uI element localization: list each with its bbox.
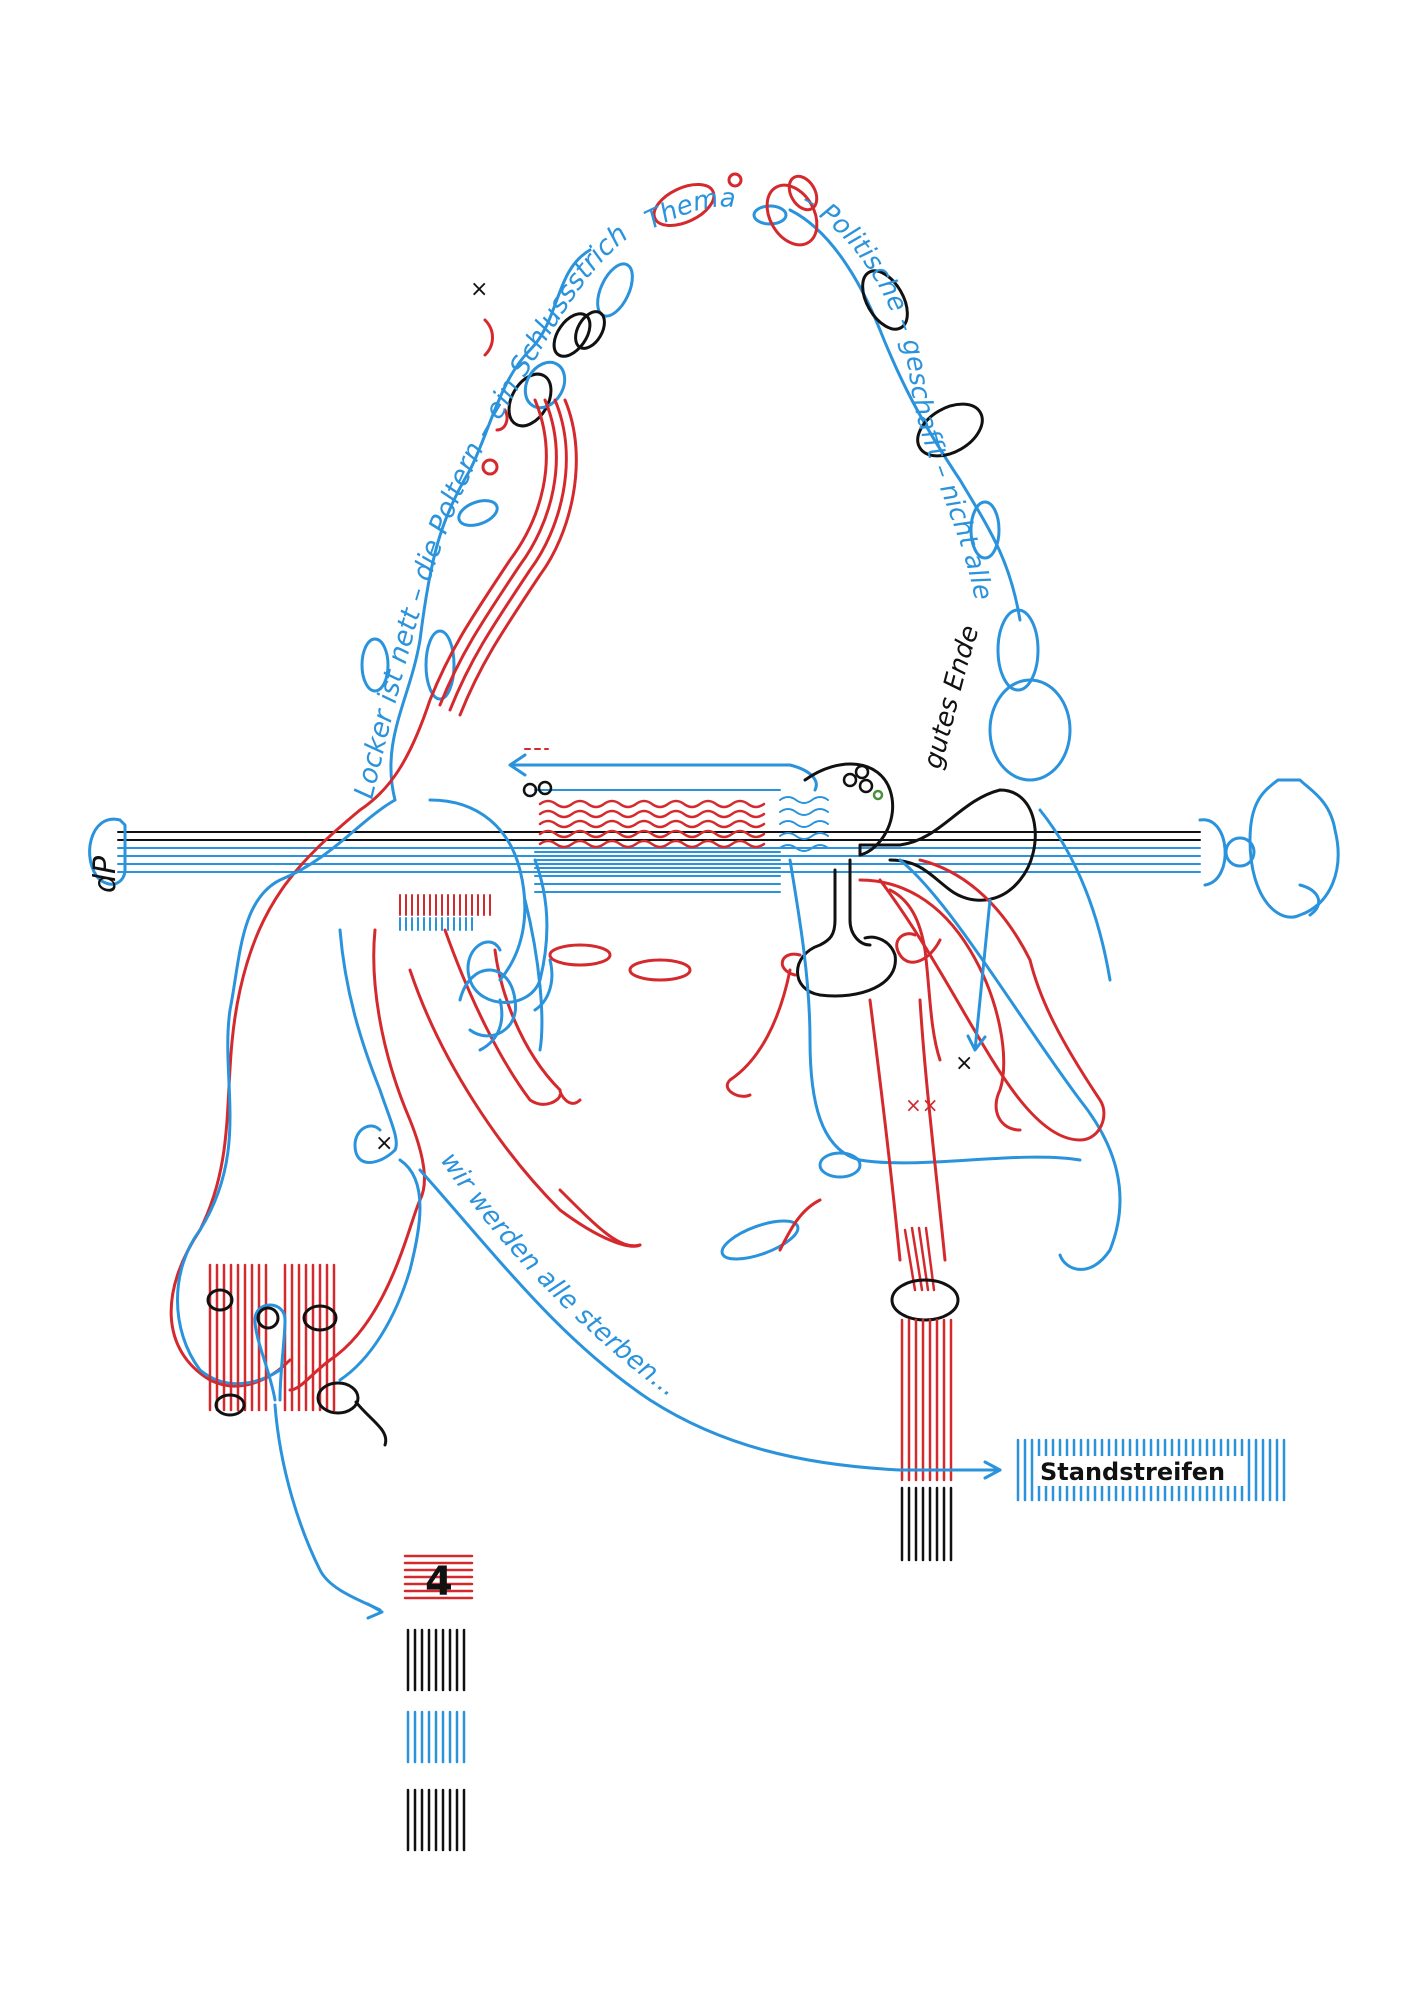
- cross-mark-top-left: ×: [470, 277, 488, 302]
- black-machine: [796, 762, 1037, 998]
- arc-phrase-right-lower: gutes Ende: [918, 622, 986, 772]
- rod-right-vase: [1248, 778, 1340, 919]
- stripe-box-label-bg: [1034, 1456, 1244, 1486]
- rod-left-knob: [88, 817, 127, 886]
- stripe-box-label: Standstreifen: [1040, 1458, 1225, 1486]
- arrow-left-icon: [508, 753, 792, 777]
- left-hand-comb: [206, 1263, 388, 1620]
- lower-column: [868, 998, 960, 1562]
- central-marks: [548, 943, 822, 1252]
- curve-phrase-lower: wir werden alle sterben...: [434, 1147, 683, 1403]
- wavy-block: [508, 748, 829, 893]
- column-ring: [890, 1278, 960, 1322]
- red-body-outline: [288, 928, 642, 1392]
- swatch-number: 4: [425, 1559, 453, 1605]
- red-ribbon: [169, 398, 578, 1388]
- curve-to-box: [418, 1168, 1002, 1472]
- arrow-to-swatch-icon: [366, 1602, 384, 1620]
- swatch-red: [403, 1554, 474, 1600]
- cross-mark-right: ×: [955, 1051, 973, 1076]
- cross-mark-left: ×: [375, 1131, 393, 1156]
- arrow-right-icon: [983, 1460, 1002, 1480]
- swatch-black-1: [406, 1628, 466, 1692]
- arc-phrase-top: Thema: [640, 183, 736, 236]
- blue-curl: [466, 858, 549, 1004]
- hatch-block-left: [399, 894, 491, 931]
- arc-phrase-left: Locker ist nett – die Poltern – ein Schl…: [349, 218, 634, 801]
- rod-right-bead: [1224, 836, 1256, 868]
- arc-of-loops: ×: [360, 172, 1072, 802]
- swatch-blue: [406, 1710, 466, 1764]
- right-frame: × ××: [720, 808, 1122, 1271]
- rod-right-knob: [1198, 818, 1227, 887]
- arrow-down-icon: [966, 898, 992, 1052]
- blue-body-outline: [176, 798, 544, 1386]
- swatch-column: [403, 1554, 474, 1852]
- swatch-black-2: [406, 1788, 466, 1852]
- artist-signature: dP: [88, 855, 123, 893]
- cross-mark-center: ××: [905, 1093, 939, 1117]
